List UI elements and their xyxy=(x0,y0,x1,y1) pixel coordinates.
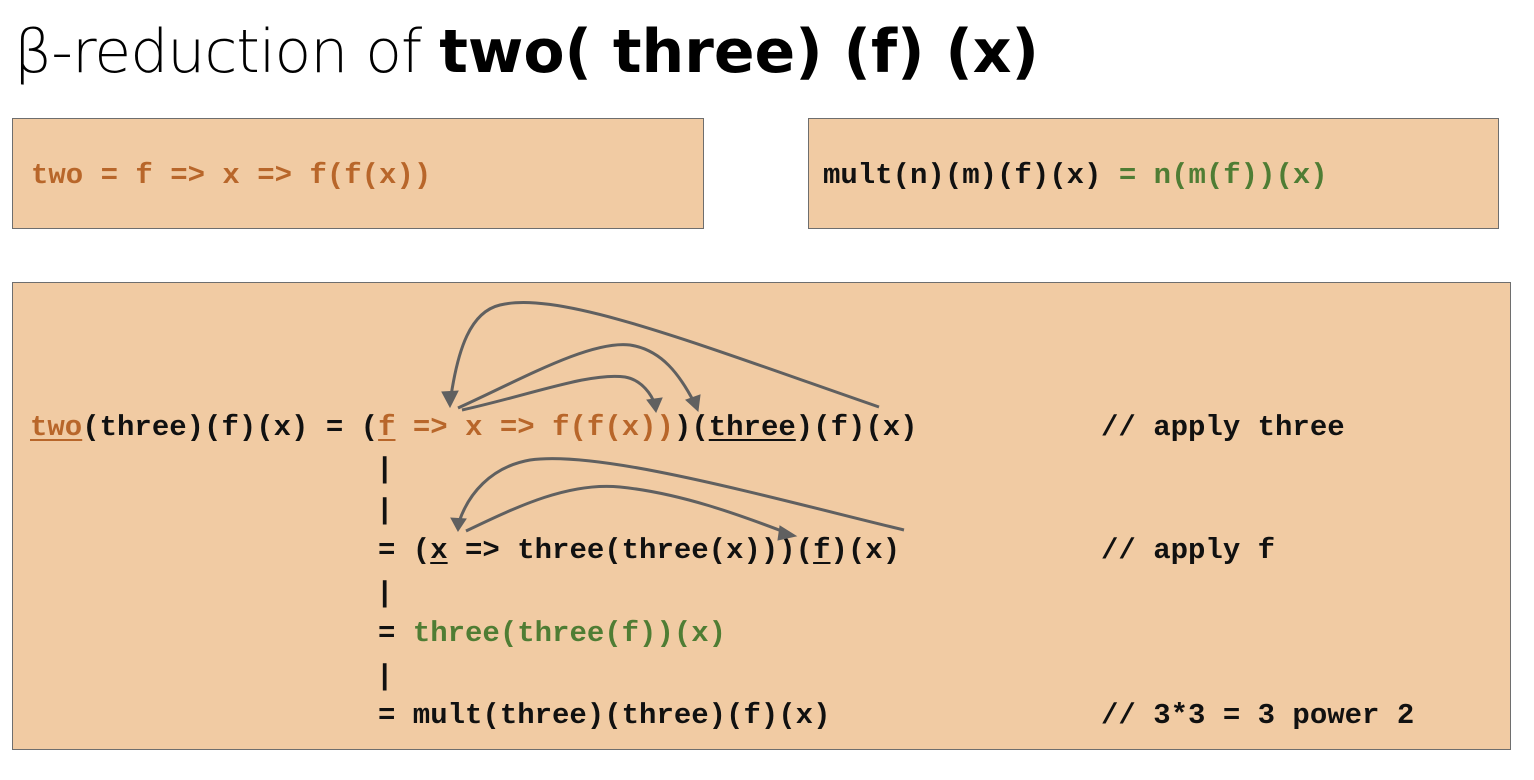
line3-prefix: = xyxy=(378,617,413,650)
arrow-arg-f-to-param-x xyxy=(457,457,905,532)
arrowhead-inner-x xyxy=(777,525,798,541)
comment-power: // 3*3 = 3 power 2 xyxy=(1101,699,1415,732)
comment-apply-f: // apply f xyxy=(1101,534,1276,567)
derivation-line-4: = mult(three)(three)(f)(x) xyxy=(378,699,831,732)
line2-body: => three(three(x)))( xyxy=(447,534,814,567)
separator-4: | xyxy=(376,660,394,693)
arrowhead-param-x xyxy=(450,517,467,532)
separator-1: | xyxy=(376,453,394,486)
derivation-line-2: = (x => three(three(x)))(f)(x) xyxy=(378,533,900,569)
param-f: f xyxy=(378,411,396,444)
definition-box-two: two = f => x => f(f(x)) xyxy=(12,118,704,229)
param-x: x xyxy=(430,534,448,567)
line1-rest: )(f)(x) xyxy=(795,411,918,444)
mult-rhs: = n(m(f))(x) xyxy=(1101,159,1328,192)
page-title: β-reduction of two( three) (f) (x) xyxy=(14,10,1039,94)
derivation-line-3: = three(three(f))(x) xyxy=(378,616,726,652)
arrowhead-inner-f xyxy=(646,397,663,413)
arg-three: three xyxy=(708,411,796,444)
derivation-box xyxy=(12,282,1511,750)
line1-close: )( xyxy=(673,411,709,444)
definition-box-mult: mult(n)(m)(f)(x) = n(m(f))(x) xyxy=(808,118,1499,229)
mult-lhs: mult(n)(m)(f)(x) xyxy=(823,159,1102,192)
two-function-name: two xyxy=(30,411,83,444)
line2-rest: )(x) xyxy=(830,534,901,567)
line2-prefix: = ( xyxy=(378,534,431,567)
arrow-param-x-to-inner-x xyxy=(465,484,788,535)
title-expression: two( three) (f) (x) xyxy=(439,17,1039,87)
arrow-three-to-param-f xyxy=(449,301,880,409)
arrowhead-outer-f xyxy=(685,394,701,413)
two-definition: two = f => x => f(f(x)) xyxy=(31,159,432,192)
arrowhead-param-f xyxy=(441,390,459,409)
title-prefix: β-reduction of xyxy=(14,17,440,87)
arrow-param-f-to-inner-f xyxy=(461,374,657,412)
line1-body: => x => f(f(x)) xyxy=(395,411,674,444)
arg-f: f xyxy=(813,534,831,567)
separator-2: | xyxy=(376,494,394,527)
line1-args: (three)(f)(x) = ( xyxy=(82,411,379,444)
comment-apply-three: // apply three xyxy=(1101,411,1345,444)
line3-expression: three(three(f))(x) xyxy=(412,617,727,650)
arrow-param-f-to-outer-f xyxy=(457,343,697,410)
separator-3: | xyxy=(376,577,394,610)
mult-definition: mult(n)(m)(f)(x) = n(m(f))(x) xyxy=(823,119,1328,227)
derivation-line-1: two(three)(f)(x) = (f => x => f(f(x)))(t… xyxy=(30,410,918,446)
